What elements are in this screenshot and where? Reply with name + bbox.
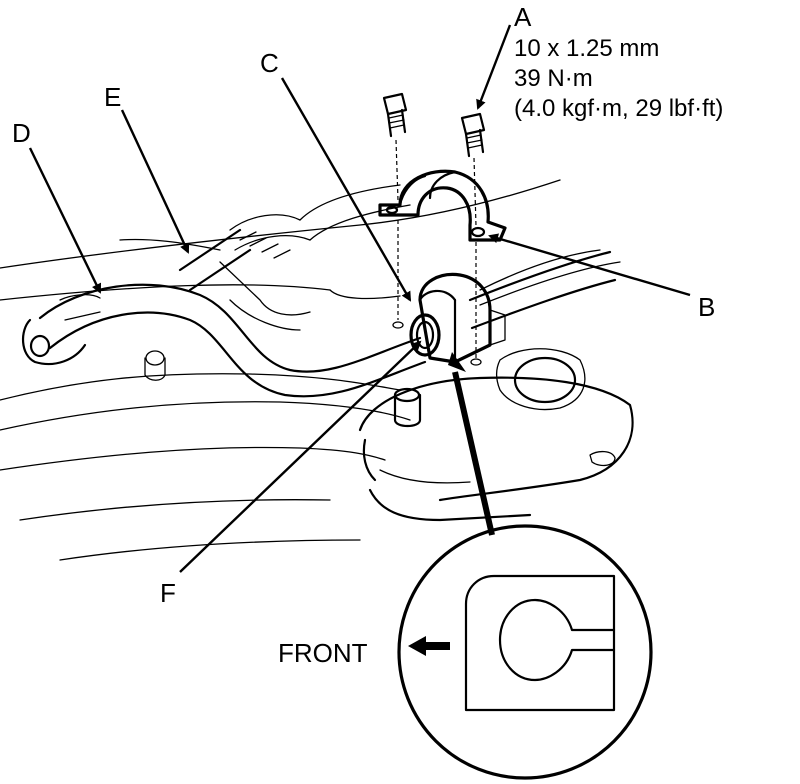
detail-view	[397, 524, 653, 780]
bushing-detail-outline	[464, 574, 616, 712]
torque-spec-nm: 39 N·m	[514, 65, 593, 92]
torque-spec-alt-units: (4.0 kgf·m, 29 lbf·ft)	[514, 95, 723, 122]
stabilizer-bar	[38, 250, 617, 398]
callout-d: D	[12, 118, 31, 148]
stabilizer-link-end	[22, 294, 101, 366]
bolt-left	[382, 92, 408, 138]
bushing	[409, 272, 506, 364]
driveshaft-boot	[119, 184, 411, 331]
callout-f: F	[160, 578, 176, 608]
leader-f	[179, 340, 422, 573]
leader-a	[476, 24, 512, 110]
callout-e: E	[104, 82, 121, 112]
bushing-holder	[378, 169, 507, 242]
callout-b: B	[698, 292, 715, 322]
bolt-right	[460, 112, 486, 158]
callout-a: A	[514, 2, 532, 32]
front-label: FRONT	[278, 638, 368, 668]
bolt-path-right	[473, 157, 477, 360]
stabilizer-link-rod	[144, 228, 252, 381]
detail-circle	[397, 524, 653, 780]
leader-e	[120, 109, 190, 254]
torque-spec-bolt-size: 10 x 1.25 mm	[514, 35, 659, 62]
bolt-path-left	[395, 139, 399, 320]
leader-b	[488, 233, 691, 297]
detail-connector	[448, 352, 495, 536]
bolt-hole-right	[470, 358, 482, 366]
bolt-hole-left	[392, 321, 404, 329]
leader-d	[28, 147, 102, 294]
subframe	[0, 179, 634, 561]
callout-c: C	[260, 48, 279, 78]
front-arrow-icon	[408, 636, 450, 656]
leader-c	[280, 77, 412, 302]
bushing-detail-slot	[498, 598, 616, 682]
